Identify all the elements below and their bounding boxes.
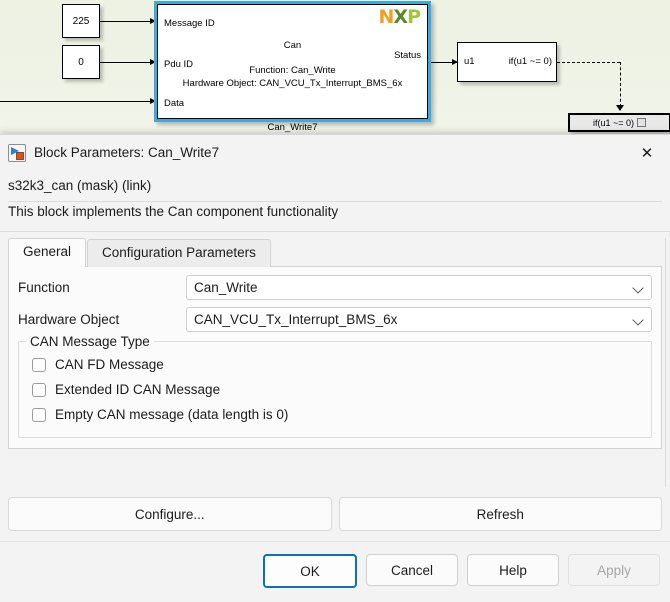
ok-button-label: OK bbox=[300, 563, 320, 579]
refresh-button-label: Refresh bbox=[476, 506, 524, 522]
wire-status bbox=[431, 62, 458, 63]
tab-panel-general: Function Can_Write Hardware Object CAN_V… bbox=[8, 266, 662, 449]
divider-top bbox=[8, 201, 662, 202]
refresh-button[interactable]: Refresh bbox=[338, 497, 662, 531]
constant-value: 0 bbox=[78, 56, 84, 68]
arrow-data bbox=[150, 97, 156, 104]
scroll-rail[interactable] bbox=[665, 238, 666, 487]
block-caption: Can_Write7 bbox=[267, 122, 318, 133]
port-label-data: Data bbox=[164, 98, 185, 109]
port-label-status: Status bbox=[394, 50, 421, 61]
port-label-pdu-id: Pdu ID bbox=[164, 59, 194, 70]
help-button[interactable]: Help bbox=[467, 554, 559, 586]
hardware-object-value: CAN_VCU_Tx_Interrupt_BMS_6x bbox=[194, 312, 398, 327]
dialog-footer: OK Cancel Help Apply bbox=[0, 541, 670, 602]
empty-can-message-label: Empty CAN message (data length is 0) bbox=[55, 407, 289, 422]
dialog-titlebar: Block Parameters: Can_Write7 ✕ bbox=[0, 135, 670, 170]
arrow-pduid bbox=[150, 58, 156, 65]
dialog-body: General Configuration Parameters Functio… bbox=[0, 232, 670, 487]
configure-button[interactable]: Configure... bbox=[8, 497, 332, 531]
if-block-output-label: if(u1 ~= 0) bbox=[508, 56, 552, 67]
control-wire-vertical bbox=[620, 62, 621, 107]
tab-configuration-parameters-label: Configuration Parameters bbox=[102, 245, 256, 260]
dialog-title: Block Parameters: Can_Write7 bbox=[34, 145, 220, 160]
wire-const2 bbox=[100, 62, 152, 63]
hardware-object-dropdown[interactable]: CAN_VCU_Tx_Interrupt_BMS_6x bbox=[186, 307, 652, 332]
constant-block-0[interactable]: 0 bbox=[62, 45, 100, 79]
block-hardware-line: Hardware Object: CAN_VCU_Tx_Interrupt_BM… bbox=[182, 78, 403, 89]
cancel-button[interactable]: Cancel bbox=[366, 554, 458, 586]
simulink-block-icon bbox=[8, 143, 26, 162]
block-function-line: Function: Can_Write bbox=[249, 65, 336, 76]
configure-button-label: Configure... bbox=[134, 506, 205, 522]
nxp-logo-p: P bbox=[407, 6, 421, 28]
action-port-icon bbox=[637, 118, 647, 127]
arrow-msgid bbox=[150, 17, 156, 24]
checkbox-row-empty-can-message[interactable]: Empty CAN message (data length is 0) bbox=[29, 402, 641, 427]
block-parameters-dialog: Block Parameters: Can_Write7 ✕ s32k3_can… bbox=[0, 134, 670, 602]
empty-can-message-checkbox[interactable] bbox=[32, 407, 46, 422]
apply-button-label: Apply bbox=[597, 562, 631, 578]
hardware-object-label: Hardware Object bbox=[18, 312, 120, 327]
mask-type: s32k3_can (mask) (link) bbox=[8, 178, 152, 193]
cancel-button-label: Cancel bbox=[390, 562, 434, 578]
wire-data bbox=[0, 101, 152, 102]
can-fd-message-label: CAN FD Message bbox=[55, 357, 164, 372]
extended-id-can-message-label: Extended ID CAN Message bbox=[55, 382, 221, 397]
function-label: Function bbox=[18, 280, 70, 295]
field-row-hardware-object: Hardware Object CAN_VCU_Tx_Interrupt_BMS… bbox=[18, 307, 652, 332]
can-fd-message-checkbox[interactable] bbox=[32, 357, 46, 372]
tab-configuration-parameters[interactable]: Configuration Parameters bbox=[87, 239, 271, 267]
constant-block-225[interactable]: 225 bbox=[62, 4, 100, 38]
if-block[interactable]: u1 if(u1 ~= 0) bbox=[457, 42, 557, 82]
tabstrip: General Configuration Parameters bbox=[8, 238, 662, 267]
action-button-row: Configure... Refresh bbox=[0, 487, 670, 541]
divider-below-description bbox=[0, 231, 670, 232]
checkbox-row-extended-id-can-message[interactable]: Extended ID CAN Message bbox=[29, 377, 641, 402]
chevron-down-icon bbox=[633, 314, 645, 326]
action-block-label: if(u1 ~= 0) bbox=[592, 117, 635, 128]
wire-const1 bbox=[100, 21, 152, 22]
help-button-label: Help bbox=[499, 562, 527, 578]
can-message-type-title: CAN Message Type bbox=[26, 334, 154, 349]
mask-header: s32k3_can (mask) (link) This block imple… bbox=[0, 170, 670, 231]
action-subsystem-block[interactable]: if(u1 ~= 0) bbox=[568, 113, 670, 132]
function-dropdown[interactable]: Can_Write bbox=[186, 275, 652, 300]
checkbox-row-can-fd-message[interactable]: CAN FD Message bbox=[29, 352, 641, 377]
can-message-type-group: CAN Message Type CAN FD Message Extended… bbox=[18, 334, 652, 438]
arrow-u1 bbox=[452, 58, 458, 65]
if-block-input-label: u1 bbox=[464, 56, 475, 67]
ok-button[interactable]: OK bbox=[263, 554, 357, 588]
tab-general-label: General bbox=[23, 244, 72, 259]
close-icon[interactable]: ✕ bbox=[640, 144, 654, 162]
apply-button: Apply bbox=[568, 554, 660, 586]
port-label-message-id: Message ID bbox=[164, 18, 215, 29]
function-value: Can_Write bbox=[194, 280, 258, 295]
tab-general[interactable]: General bbox=[8, 238, 87, 267]
extended-id-can-message-checkbox[interactable] bbox=[32, 382, 46, 397]
constant-value: 225 bbox=[72, 15, 90, 27]
chevron-down-icon bbox=[633, 282, 645, 294]
field-row-function: Function Can_Write bbox=[18, 275, 652, 300]
arrow-action-block bbox=[616, 105, 624, 111]
control-wire-horizontal bbox=[557, 62, 620, 63]
nxp-logo-x: X bbox=[393, 6, 408, 28]
mask-description: This block implements the Can component … bbox=[8, 204, 339, 219]
nxp-logo-n: N bbox=[378, 6, 395, 28]
block-title: Can bbox=[283, 40, 302, 51]
